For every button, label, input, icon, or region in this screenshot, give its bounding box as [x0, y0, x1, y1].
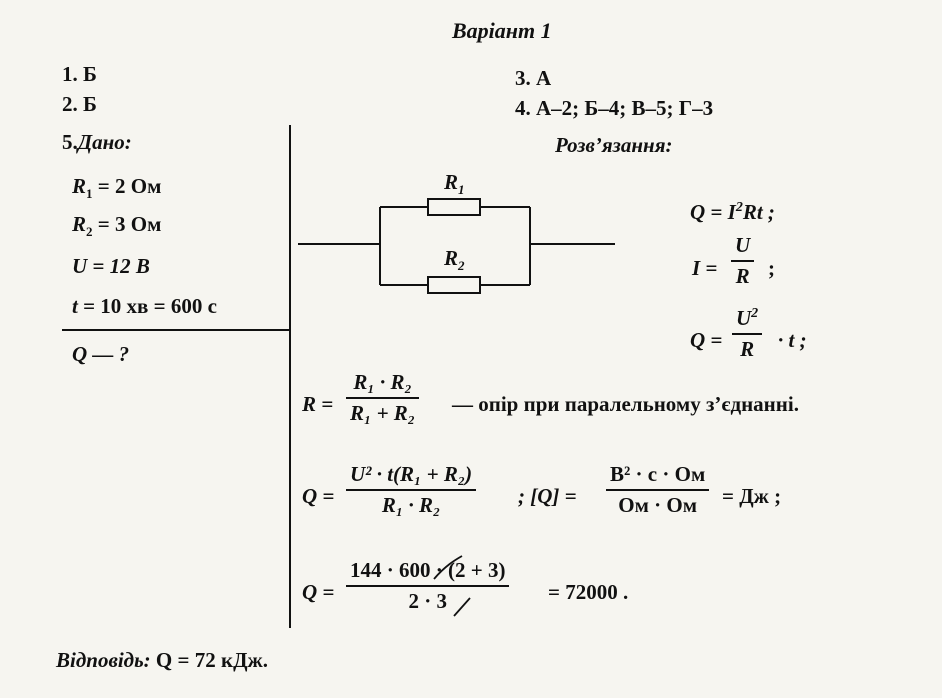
- answer-1: 1. Б: [62, 62, 97, 86]
- formula-joule-lhs: Q = I: [690, 200, 736, 224]
- fraction-bar: [731, 260, 755, 262]
- answer-4: 4. А–2; Б–4; В–5; Г–3: [515, 96, 714, 120]
- numeric-num-cancelled: 600: [399, 558, 431, 582]
- formula-ohm-fraction: U R: [731, 233, 755, 289]
- formula-numeric-num: 144 · 600 · (2 + 3): [346, 558, 509, 583]
- r2-subscript: 2: [86, 224, 93, 240]
- fraction-bar: [346, 585, 510, 587]
- resistor-r2: [427, 276, 481, 294]
- answer-3: 3. А: [515, 66, 552, 90]
- t-value: = 10 хв = 600 с: [83, 294, 217, 318]
- cancel-stroke-3: [453, 597, 471, 617]
- formula-joule: Q = I2Rt ;: [690, 200, 775, 225]
- given-u: U = 12 В: [72, 254, 150, 278]
- numeric-den-cancelled: 3: [436, 589, 448, 613]
- circuit-r1-label: R1: [444, 170, 465, 198]
- formula-heat-tail: · t ;: [778, 328, 807, 352]
- find-q: Q — ?: [72, 342, 130, 366]
- final-answer: Відповідь: Q = 72 кДж.: [56, 648, 268, 673]
- formula-general-num: U² · t(R₁ + R₂): [350, 462, 473, 486]
- formula-units-num: В² · с · Ом: [610, 462, 706, 486]
- formula-heat-lhs: Q =: [690, 328, 723, 352]
- formula-units-den: Ом · Ом: [618, 493, 698, 517]
- circuit-r2-label: R2: [444, 246, 465, 274]
- formula-general-fraction: U² · t(R₁ + R₂) R₁ · R₂: [346, 462, 477, 518]
- numeric-num-part-a: 144 ·: [350, 558, 394, 582]
- formula-ohm-lhs: I =: [692, 256, 718, 280]
- numeric-den-part-a: 2 ·: [408, 589, 432, 613]
- formula-parallel-fraction: R₁ · R₂ R₁ + R₂: [346, 370, 420, 426]
- formula-units-sep: ; [Q] =: [518, 484, 577, 508]
- cancel-stroke-600: [433, 555, 463, 580]
- formula-parallel-den: R₁ + R₂: [350, 401, 416, 425]
- given-word: Дано:: [77, 130, 132, 154]
- r1-value: = 2 Ом: [97, 174, 162, 198]
- final-answer-value: Q = 72 кДж.: [155, 648, 268, 672]
- formula-heat-den: R: [740, 337, 755, 361]
- formula-general-den: R₁ · R₂: [381, 493, 441, 517]
- given-number: 5.: [62, 130, 78, 154]
- formula-ohm-den: R: [735, 264, 750, 288]
- r2-symbol: R: [72, 212, 87, 236]
- formula-units-tail: = Дж ;: [722, 484, 782, 508]
- solution-heading: Розв’язання:: [555, 133, 673, 157]
- formula-parallel-lhs: R =: [302, 392, 334, 416]
- formula-ohm-num: U: [735, 233, 751, 257]
- formula-numeric-tail: = 72000 .: [548, 580, 629, 604]
- parallel-circuit: [298, 198, 615, 294]
- circuit-r2-subscript: 2: [458, 258, 465, 274]
- t-symbol: t: [72, 294, 78, 318]
- given-label: 5.Дано:: [62, 130, 132, 155]
- circuit-r1-subscript: 1: [458, 182, 465, 198]
- numeric-num-part-c: · (2 + 3): [435, 558, 506, 582]
- formula-numeric-den: 2 · 3: [346, 589, 509, 614]
- formula-heat-num-base: U: [736, 306, 752, 330]
- final-answer-label: Відповідь:: [56, 648, 151, 672]
- formula-joule-exp: 2: [735, 200, 743, 215]
- fraction-bar: [346, 489, 477, 491]
- resistor-r1: [427, 198, 481, 216]
- r2-value: = 3 Ом: [97, 212, 162, 236]
- formula-joule-rhs: Rt ;: [742, 200, 775, 224]
- fraction-bar: [606, 489, 710, 491]
- given-r2: R2 = 3 Ом: [72, 212, 161, 240]
- page-title: Варіант 1: [452, 18, 552, 43]
- given-r1: R1 = 2 Ом: [72, 174, 161, 202]
- formula-parallel-num: R₁ · R₂: [353, 370, 412, 394]
- answer-2: 2. Б: [62, 92, 97, 116]
- r1-subscript: 1: [86, 186, 93, 202]
- formula-numeric-fraction: 144 · 600 · (2 + 3) 2 · 3: [346, 558, 510, 614]
- circuit-r1-symbol: R: [444, 170, 459, 194]
- formula-parallel-note: — опір при паралельному з’єднанні.: [452, 392, 799, 416]
- given-t: t = 10 хв = 600 с: [72, 294, 217, 319]
- r1-symbol: R: [72, 174, 87, 198]
- formula-general-lhs: Q =: [302, 484, 335, 508]
- formula-ohm-tail: ;: [768, 256, 775, 280]
- formula-heat-num-exp: 2: [751, 306, 759, 321]
- formula-units-fraction: В² · с · Ом Ом · Ом: [606, 462, 710, 518]
- fraction-bar: [346, 397, 420, 399]
- formula-numeric-lhs: Q =: [302, 580, 335, 604]
- fraction-bar: [732, 333, 763, 335]
- formula-heat-num: U2: [732, 306, 762, 331]
- circuit-r2-symbol: R: [444, 246, 459, 270]
- formula-heat-fraction: U2 R: [732, 306, 763, 362]
